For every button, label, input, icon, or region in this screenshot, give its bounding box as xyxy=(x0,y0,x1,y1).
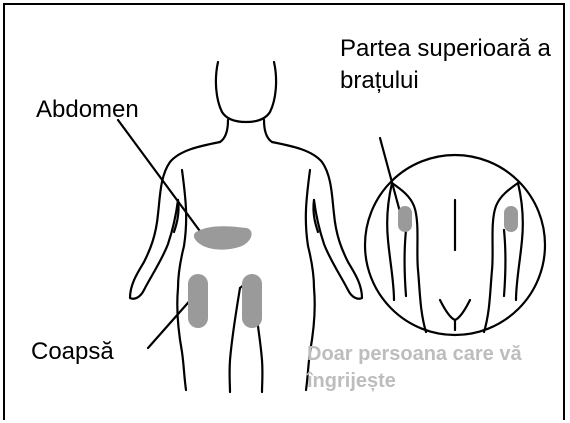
right-thigh-injection-area xyxy=(242,274,262,328)
right-arm-outline xyxy=(270,140,364,300)
right-upper-arm-injection-area xyxy=(504,206,518,232)
abdomen-label: Abdomen xyxy=(36,96,139,123)
left-thigh-injection-area xyxy=(188,274,208,328)
torso-right-side xyxy=(304,168,316,290)
left-upper-arm-injection-area xyxy=(398,206,412,232)
caregiver-only-note: Doar persoana care vă îngrijește xyxy=(307,343,522,392)
diagram-frame xyxy=(3,3,565,420)
left-leg-inner xyxy=(228,286,242,394)
neck-left xyxy=(218,118,230,144)
back-left-arm-inner xyxy=(403,228,408,298)
upper-arm-leader-line xyxy=(378,136,402,214)
back-right-arm-inner xyxy=(502,228,507,298)
lower-back-curve xyxy=(438,298,472,322)
abdomen-injection-area xyxy=(193,226,252,250)
thigh-label: Coapsă xyxy=(31,338,114,365)
left-leg-outer xyxy=(176,286,188,392)
left-arm-outline xyxy=(128,140,222,300)
magnifier-circle xyxy=(363,153,547,337)
back-right-arm-outer xyxy=(514,181,524,302)
right-underarm xyxy=(312,198,320,234)
right-leg-outer xyxy=(304,286,316,392)
thigh-leader-line xyxy=(146,294,196,350)
back-view-inset xyxy=(363,153,547,337)
neck-right xyxy=(262,118,274,144)
upper-arm-label: Partea superioară a brațului xyxy=(340,35,551,94)
abdomen-leader-line xyxy=(116,118,207,240)
back-left-arm-outer xyxy=(386,181,396,302)
head-outline xyxy=(214,60,278,124)
torso-left-side xyxy=(176,168,188,290)
back-left-torso xyxy=(390,181,428,334)
back-right-torso xyxy=(482,181,520,334)
